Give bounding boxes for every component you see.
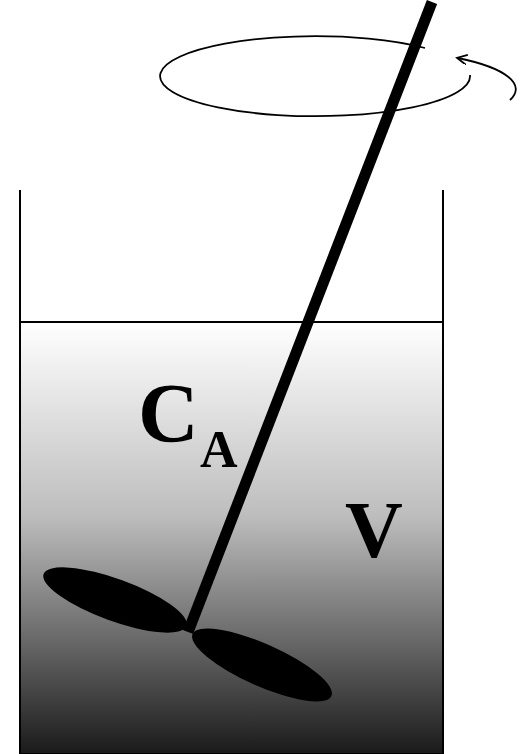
impeller-blade bbox=[184, 615, 340, 715]
volume-symbol: V bbox=[345, 490, 403, 570]
stirrer-shaft bbox=[188, 2, 432, 632]
tank-wall bbox=[19, 190, 21, 754]
rotation-arrow-head bbox=[458, 58, 516, 100]
liquid bbox=[20, 322, 443, 754]
tank-wall bbox=[442, 190, 444, 754]
concentration-subscript: A bbox=[200, 424, 238, 476]
rotation-arrow bbox=[160, 36, 470, 116]
impeller-blade bbox=[36, 554, 193, 645]
concentration-symbol: C bbox=[138, 372, 199, 456]
